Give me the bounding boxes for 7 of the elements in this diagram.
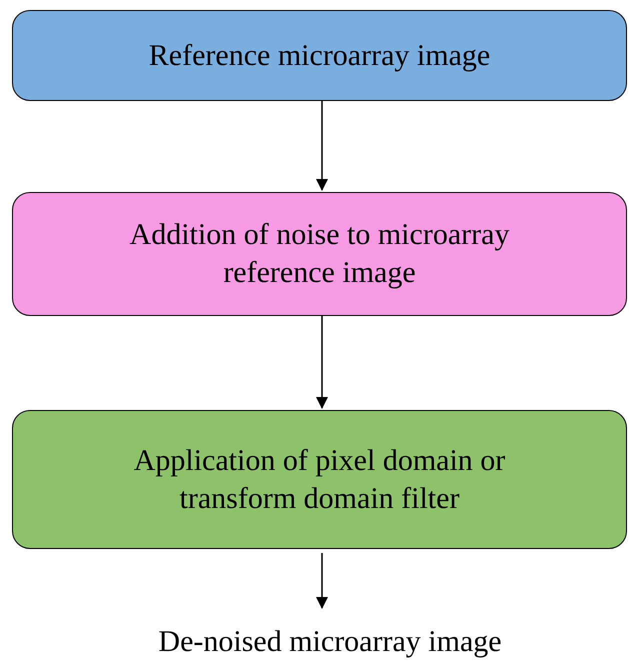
process-box: Application of pixel domain or transform domain filter: [12, 410, 627, 549]
output-label: De-noised microarray image: [158, 624, 502, 660]
process-box: Addition of noise to microarray reference image: [12, 192, 627, 316]
arrow: [316, 553, 328, 609]
arrow: [316, 316, 328, 409]
arrow: [316, 101, 328, 191]
process-box: Reference microarray image: [12, 10, 627, 101]
